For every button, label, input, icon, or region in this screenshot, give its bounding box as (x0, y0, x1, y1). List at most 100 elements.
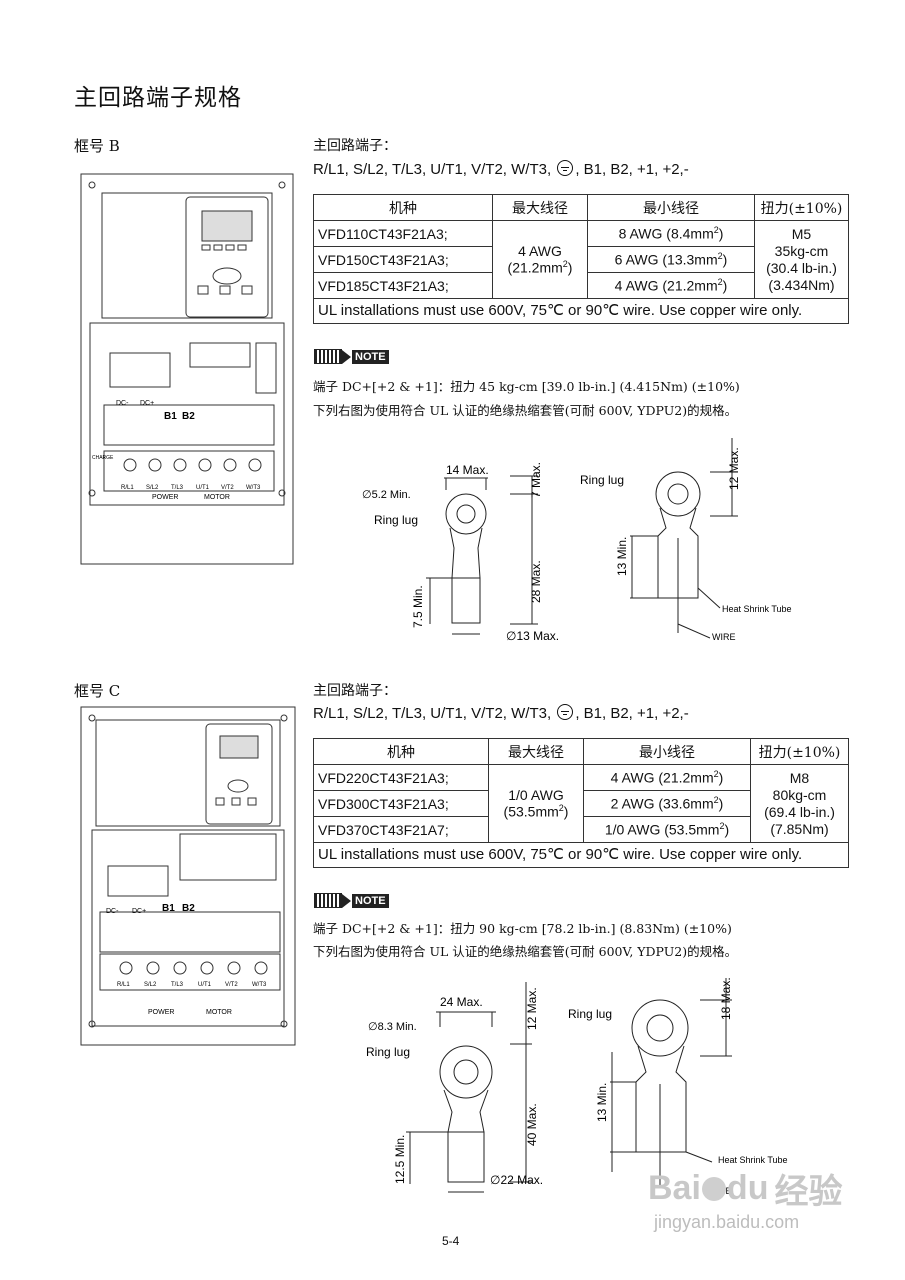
dim-ring-lug: Ring lug (366, 1045, 410, 1059)
spec-table-c: 机种 最大线径 最小线径 扭力(±10%) VFD220CT43F21A3; 1… (313, 738, 849, 868)
model-cell: VFD370CT43F21A7; (313, 816, 489, 843)
dim-top: 7 Max. (529, 462, 543, 498)
terminal-screw (173, 458, 187, 472)
max-gauge-end: ) (563, 803, 569, 820)
ground-icon (557, 160, 574, 176)
watermark-brand: Bai (648, 1169, 701, 1207)
max-gauge-cell: 4 AWG(21.2mm2) (492, 220, 588, 299)
dim-low: 7.5 Min. (411, 585, 425, 628)
dim-width: 14 Max. (446, 463, 489, 477)
dim-ring-lug: Ring lug (374, 513, 418, 527)
min-gauge-text: 2 AWG (33.6mm (610, 795, 714, 812)
header-min-gauge: 最小线径 (583, 738, 751, 765)
header-torque: 扭力(±10%) (754, 194, 849, 221)
dim-side: 13 Min. (595, 1083, 609, 1122)
watermark-url: jingyan.baidu.com (654, 1212, 800, 1232)
terminal-screw (119, 961, 133, 975)
min-gauge-sup: 2 (713, 769, 719, 780)
torque-lbin: (69.4 lb-in.) (764, 803, 835, 820)
terminals-list-tail: , B1, B2, +1, +2,- (575, 705, 689, 722)
min-gauge-end: ) (724, 821, 730, 838)
dim-mid: 28 Max. (529, 560, 543, 603)
terminals-list-text: R/L1, S/L2, T/L3, U/T1, V/T2, W/T3, (313, 705, 552, 722)
label-motor-c: MOTOR (206, 1009, 232, 1016)
dim-top-2: 12 Max. (727, 447, 741, 490)
min-gauge-end: ) (722, 277, 728, 294)
max-gauge-sup: 2 (558, 803, 564, 814)
min-gauge-text: 8 AWG (8.4mm (618, 225, 714, 242)
pen-tip-icon (342, 349, 351, 364)
header-model: 机种 (313, 738, 489, 765)
tube-note-c: 下列右图为使用符合 UL 认证的绝缘热缩套管(可耐 600V, YDPU2)的规… (313, 944, 738, 959)
note-label: NOTE (352, 349, 389, 364)
label-b1-b: B1 (164, 411, 177, 422)
max-gauge-awg: 1/0 AWG (508, 787, 564, 804)
terminals-list-c: R/L1, S/L2, T/L3, U/T1, V/T2, W/T3, , B1… (313, 704, 689, 722)
model-cell: VFD110CT43F21A3; (313, 220, 493, 247)
min-gauge-cell: 8 AWG (8.4mm2) (587, 220, 755, 247)
terminal-label: V/T2 (225, 982, 238, 988)
terminal-screw (200, 961, 214, 975)
frame-label-b: 框号 B (74, 137, 120, 155)
min-gauge-end: ) (718, 795, 724, 812)
terminal-label: S/L2 (144, 982, 157, 988)
min-gauge-sup: 2 (719, 821, 725, 832)
terminal-screw (123, 458, 137, 472)
terminals-title-b: 主回路端子： (313, 138, 397, 154)
pen-icon (314, 893, 342, 908)
torque-nm: (3.434Nm) (768, 276, 835, 293)
min-gauge-sup: 2 (713, 795, 719, 806)
model-cell: VFD220CT43F21A3; (313, 764, 489, 791)
label-dc-minus-c: DC- (106, 908, 119, 915)
terminal-label: T/L3 (171, 485, 184, 491)
header-min-gauge: 最小线径 (587, 194, 755, 221)
terminal-screw (248, 458, 262, 472)
terminal-label: W/T3 (252, 982, 267, 988)
min-gauge-text: 4 AWG (21.2mm (614, 277, 718, 294)
watermark-brand-2: du (726, 1169, 769, 1207)
terminals-list-tail: , B1, B2, +1, +2,- (575, 161, 689, 178)
header-max-gauge: 最大线径 (492, 194, 588, 221)
dim-bottom: ∅22 Max. (490, 1173, 543, 1187)
torque-lbin: (30.4 lb-in.) (766, 259, 837, 276)
terminals-list-b: R/L1, S/L2, T/L3, U/T1, V/T2, W/T3, , B1… (313, 160, 689, 178)
terminal-label: W/T3 (246, 485, 261, 491)
page-number: 5-4 (442, 1234, 460, 1248)
spec-table-b: 机种 最大线径 最小线径 扭力(±10%) VFD110CT43F21A3; 4… (313, 194, 849, 324)
ground-icon (557, 704, 574, 720)
dim-hole: ∅8.3 Min. (368, 1021, 417, 1033)
terminal-label: U/T1 (198, 982, 212, 988)
dim-mid: 40 Max. (525, 1103, 539, 1146)
min-gauge-sup: 2 (717, 251, 723, 262)
ring-lug-diagram-c: 24 Max. ∅8.3 Min. Ring lug 12 Max. 40 Ma… (366, 977, 788, 1196)
label-b2-b: B2 (182, 411, 195, 422)
ring-lug-diagram-b: 14 Max. ∅5.2 Min. Ring lug 7 Max. 28 Max… (362, 438, 792, 643)
dim-tube: Heat Shrink Tube (722, 604, 792, 614)
terminal-label: U/T1 (196, 485, 210, 491)
label-dc-minus-b: DC- (116, 400, 129, 407)
terminals-title-c: 主回路端子： (313, 683, 397, 699)
label-charge-b: CHARGE (92, 455, 114, 461)
min-gauge-text: 6 AWG (13.3mm (614, 251, 718, 268)
label-dc-plus-c: DC+ (132, 908, 146, 915)
min-gauge-cell: 2 AWG (33.6mm2) (583, 790, 751, 817)
torque-kgcm: 80kg-cm (772, 786, 827, 803)
dim-top: 12 Max. (525, 987, 539, 1030)
note-badge-b: NOTE (314, 349, 389, 364)
ul-note: UL installations must use 600V, 75℃ or 9… (313, 298, 849, 324)
frame-label-c: 框号 C (74, 682, 121, 700)
terminal-screw (198, 458, 212, 472)
label-dc-plus-b: DC+ (140, 400, 154, 407)
min-gauge-end: ) (718, 225, 724, 242)
torque-screw: M8 (789, 769, 810, 786)
terminal-screw (223, 458, 237, 472)
terminal-screw (146, 961, 160, 975)
terminal-label: R/L1 (121, 485, 134, 491)
terminal-label: S/L2 (146, 485, 159, 491)
dim-top-2: 18 Max. (719, 977, 733, 1020)
min-gauge-text: 4 AWG (21.2mm (610, 769, 714, 786)
model-cell: VFD150CT43F21A3; (313, 246, 493, 273)
